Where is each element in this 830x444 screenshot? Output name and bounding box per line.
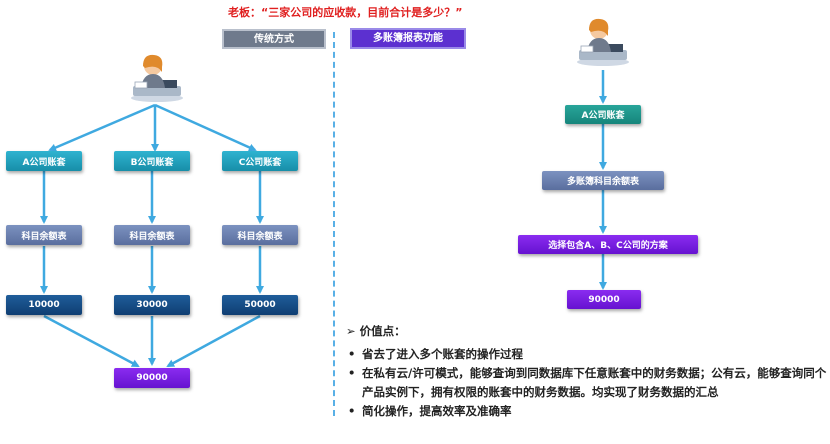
company-c-ledger-box: C公司账套 bbox=[222, 151, 298, 171]
arrow-c-to-total bbox=[166, 314, 261, 368]
list-item: • 在私有云/许可模式，能够查询到同数据库下任意账套中的财务数据；公有云，能够查… bbox=[348, 366, 827, 399]
section-divider bbox=[333, 32, 335, 416]
bullet-dot: • bbox=[348, 366, 356, 380]
bullet-dot: • bbox=[348, 347, 356, 361]
right-company-a-ledger-box: A公司账套 bbox=[565, 105, 641, 124]
balance-table-b: 科目余额表 bbox=[114, 225, 190, 245]
select-plan-box: 选择包含A、B、C公司的方案 bbox=[518, 235, 698, 254]
total-box-right: 90000 bbox=[567, 290, 641, 309]
boss-at-desk-icon-right bbox=[577, 18, 629, 66]
arrow-boss-to-c bbox=[154, 103, 257, 152]
balance-table-c: 科目余额表 bbox=[222, 225, 298, 245]
company-a-ledger-box: A公司账套 bbox=[6, 151, 82, 171]
list-item: • 省去了进入多个账套的操作过程 bbox=[346, 345, 830, 364]
arrow-a-to-total bbox=[43, 314, 140, 368]
company-b-ledger-box: B公司账套 bbox=[114, 151, 190, 171]
total-box-left: 90000 bbox=[114, 368, 190, 388]
value-box-c: 50000 bbox=[222, 295, 298, 315]
list-item: • 简化操作，提高效率及准确率 bbox=[346, 402, 830, 421]
balance-table-a: 科目余额表 bbox=[6, 225, 82, 245]
arrow-bullet-icon: ➢ bbox=[346, 324, 356, 338]
value-points-heading: ➢ 价值点： bbox=[346, 323, 406, 339]
value-box-a: 10000 bbox=[6, 295, 82, 315]
page-title: 老板：“三家公司的应收款，目前合计是多少？” bbox=[228, 6, 463, 19]
boss-at-desk-icon bbox=[131, 54, 183, 102]
value-box-b: 30000 bbox=[114, 295, 190, 315]
arrow-boss-to-a bbox=[48, 103, 156, 152]
traditional-method-header: 传统方式 bbox=[222, 29, 326, 49]
value-points-list: • 省去了进入多个账套的操作过程 • 在私有云/许可模式，能够查询到同数据库下任… bbox=[346, 345, 830, 421]
value-points-label: 价值点： bbox=[359, 324, 406, 338]
multi-ledger-balance-box: 多账簿科目余额表 bbox=[542, 171, 664, 190]
bullet-dot: • bbox=[348, 404, 356, 418]
multi-ledger-report-header: 多账簿报表功能 bbox=[350, 28, 466, 49]
